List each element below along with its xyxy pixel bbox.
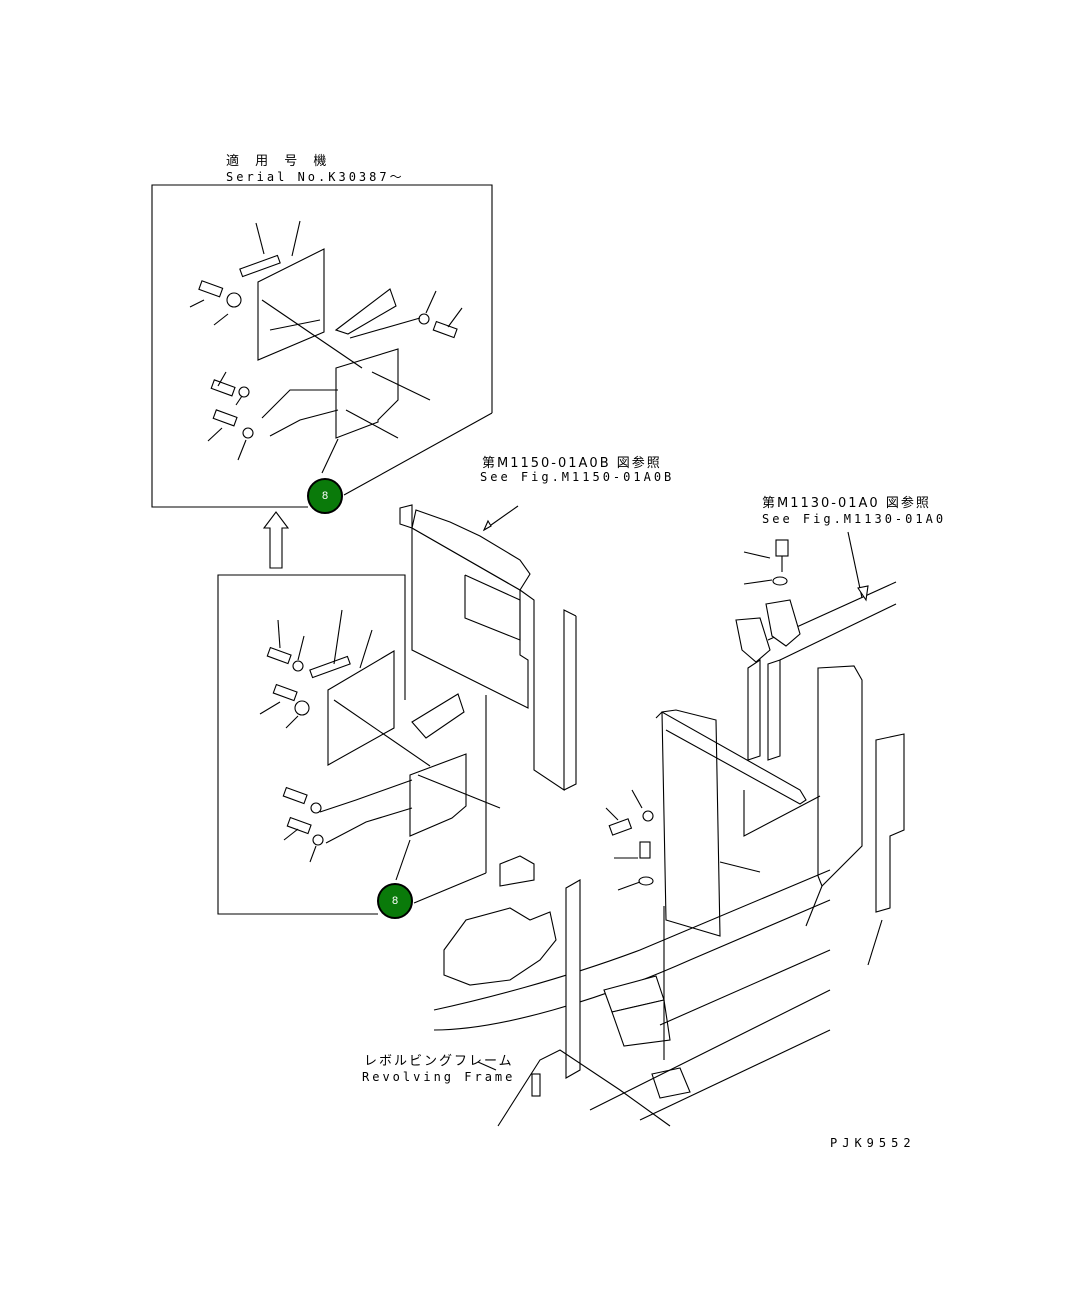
revolving-frame-en-label: Revolving Frame (362, 1070, 516, 1084)
up-arrow (262, 511, 290, 569)
ref-right-en-label: See Fig.M1130-01A0 (762, 512, 947, 526)
applicable-serial-jp-label: 適 用 号 機 (226, 154, 333, 169)
figure-code-label: PJK9552 (830, 1136, 916, 1150)
cover-panel-assembly (399, 504, 577, 792)
ref-top-jp-label: 第M1150-01A0B 図参照 (482, 456, 662, 471)
callout-8-lower[interactable]: 8 (377, 883, 413, 919)
detail-box-upper (151, 184, 493, 508)
revolving-frame (433, 855, 831, 1127)
revolving-frame-jp-label: レボルビングフレーム (364, 1054, 514, 1069)
serial-number-label: Serial No.K30387～ (226, 170, 405, 184)
frame-assembly-right (605, 531, 905, 966)
callout-8-upper[interactable]: 8 (307, 478, 343, 514)
ref-right-jp-label: 第M1130-01A0 図参照 (762, 496, 931, 511)
ref-top-en-label: See Fig.M1150-01A0B (480, 470, 675, 484)
detail-box-lower (217, 574, 501, 915)
